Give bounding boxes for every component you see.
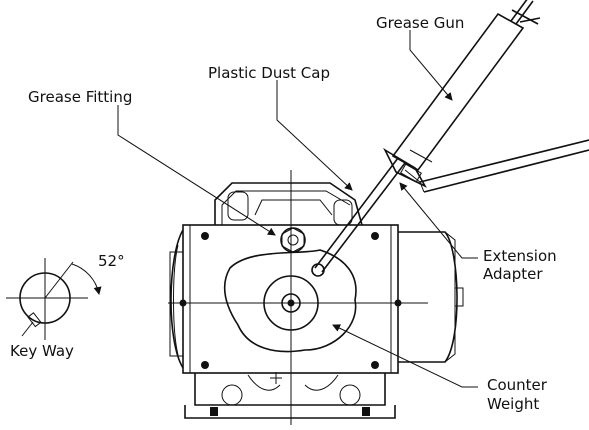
label-key-way: Key Way	[10, 342, 74, 360]
label-angle: 52°	[98, 252, 125, 270]
label-adapter: Adapter	[483, 265, 543, 283]
dust-cap-leader	[276, 80, 353, 191]
label-grease-gun: Grease Gun	[376, 14, 465, 32]
grease-gun	[311, 0, 589, 277]
label-grease-fitting: Grease Fitting	[28, 88, 133, 106]
motor-body	[168, 170, 464, 425]
leader-lines	[117, 30, 478, 388]
key-way-leader	[21, 321, 34, 337]
label-plastic-dust-cap: Plastic Dust Cap	[208, 64, 330, 82]
label-weight: Weight	[487, 395, 540, 413]
key-way-sketch	[6, 258, 102, 340]
grease-fitting-leader	[117, 105, 276, 236]
extension-adapter-leader	[399, 182, 478, 259]
label-counter: Counter	[487, 376, 547, 394]
counter-weight	[223, 249, 357, 353]
counter-weight-leader	[332, 324, 478, 388]
grease-fitting	[280, 227, 306, 253]
extension-adapter	[314, 157, 399, 269]
label-extension: Extension	[483, 247, 557, 265]
grease-gun-leader	[409, 30, 453, 101]
